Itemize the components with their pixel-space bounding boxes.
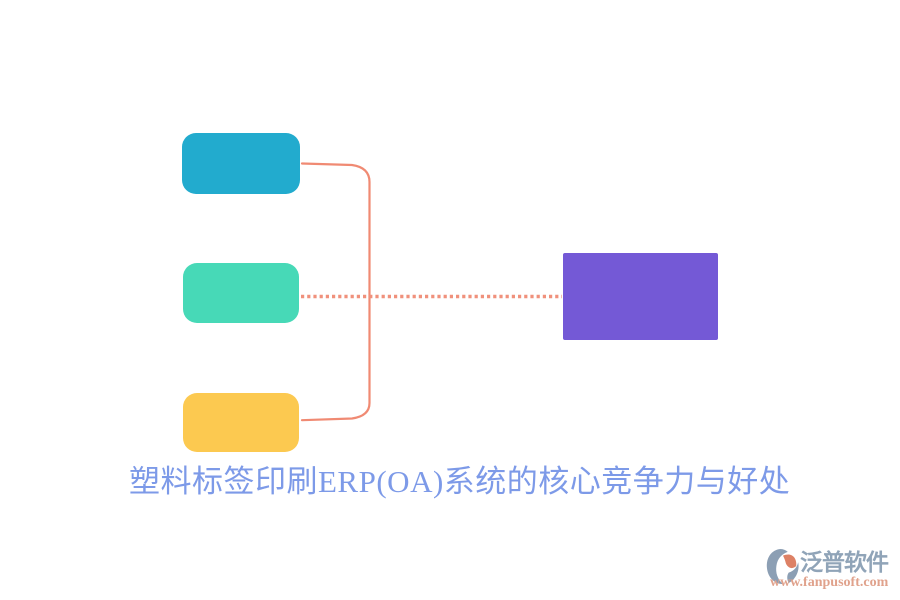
node-branch-middle (183, 263, 299, 323)
node-branch-bottom (183, 393, 299, 452)
diagram-title: 塑料标签印刷ERP(OA)系统的核心竞争力与好处 (129, 464, 791, 499)
watermark: 泛普软件 www.fanpusoft.com (764, 545, 900, 595)
node-central (563, 253, 718, 340)
watermark-brand-text: 泛普软件 (800, 550, 889, 575)
watermark-url-text: www.fanpusoft.com (770, 575, 889, 590)
bracket-connector-line (300, 162, 371, 422)
node-branch-top (182, 133, 300, 194)
fanpu-logo-icon (766, 549, 799, 584)
